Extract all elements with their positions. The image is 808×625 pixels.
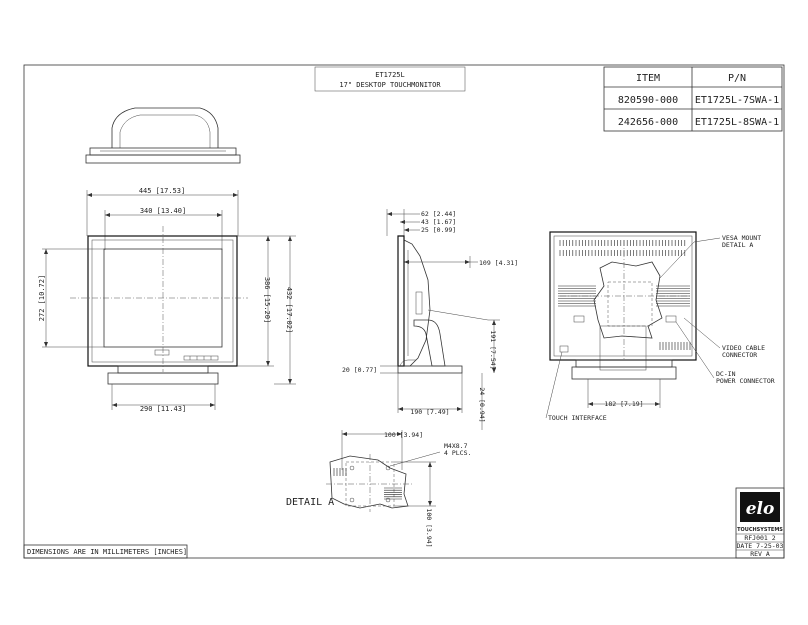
front-base-width: 290 [11.43]: [140, 405, 186, 413]
rear-vesa-label-1: VESA MOUNT: [722, 234, 761, 242]
logo-company: TOUCHSYSTEMS: [737, 527, 783, 533]
front-height-screen: 272 [10.72]: [38, 275, 46, 321]
parts-header-item: ITEM: [636, 73, 660, 84]
logo-rev-2: DATE 7-25-03: [737, 542, 784, 550]
parts-row-2-item: 242656-000: [618, 117, 678, 128]
side-depth-panel: 25 [0.99]: [421, 226, 456, 234]
side-stand-height: 191 [7.54]: [489, 330, 497, 369]
side-view: 62 [2.44] 43 [1.67] 25 [0.99] 109 [4.31]…: [342, 209, 518, 430]
side-depth-body: 109 [4.31]: [479, 259, 518, 267]
logo-block: elo TOUCHSYSTEMS RFJ001 2 DATE 7-25-03 R…: [735, 487, 785, 559]
logo-rev-1: RFJ001 2: [744, 534, 775, 542]
side-base-depth: 190 [7.49]: [410, 408, 449, 416]
rear-power-label-2: POWER CONNECTOR: [716, 377, 775, 385]
model-title: ET1725L: [375, 71, 405, 79]
detail-a-label: DETAIL A: [286, 497, 334, 508]
front-height-bezel: 386 [15.20]: [263, 277, 271, 323]
front-width-overall: 445 [17.53]: [139, 187, 185, 195]
side-depth-bezel: 43 [1.67]: [421, 218, 456, 226]
parts-header-pn: P/N: [728, 73, 746, 84]
side-depth-top: 62 [2.44]: [421, 210, 456, 218]
detail-vertical-dim: 100 [3.94]: [425, 508, 433, 547]
rear-touch-label: TOUCH INTERFACE: [548, 414, 607, 422]
detail-holes-1: M4X8.7: [444, 442, 468, 450]
rear-power-label-1: DC-IN: [716, 370, 736, 378]
front-view: 445 [17.53] 340 [13.40] 272 [10.72]: [38, 187, 296, 413]
model-description: 17" DESKTOP TOUCHMONITOR: [339, 81, 441, 89]
title-block: ET1725L 17" DESKTOP TOUCHMONITOR: [314, 66, 466, 92]
rear-base-width: 182 [7.19]: [604, 400, 643, 408]
parts-row-1-pn: ET1725L-7SWA-1: [695, 95, 779, 106]
front-height-overall: 432 [17.02]: [285, 287, 293, 333]
side-base-height: 20 [0.77]: [342, 366, 377, 374]
front-width-screen: 340 [13.40]: [140, 207, 186, 215]
rear-video-label-1: VIDEO CABLE: [722, 344, 765, 352]
units-note: DIMENSIONS ARE IN MILLIMETERS [INCHES]: [23, 544, 188, 559]
sheet-border: [23, 64, 785, 559]
rear-view: 182 [7.19] VESA MOUNT DETAIL A VIDEO CAB…: [545, 231, 775, 422]
top-view: [85, 107, 241, 164]
elo-logo: [740, 492, 780, 522]
detail-horizontal-dim: 100 [3.94]: [384, 431, 423, 439]
parts-row-1-item: 820590-000: [618, 95, 678, 106]
parts-table: ITEM P/N 820590-000 ET1725L-7SWA-1 24265…: [603, 66, 783, 132]
detail-holes-2: 4 PLCS.: [444, 449, 471, 457]
detail-a: 100 [3.94] M4X8.7 4 PLCS. 100 [3.94] DET…: [286, 430, 471, 548]
elo-logo-mark: elo: [746, 499, 775, 519]
units-note-text: DIMENSIONS ARE IN MILLIMETERS [INCHES]: [27, 548, 187, 556]
logo-rev-3: REV A: [750, 550, 770, 558]
rear-vesa-label-2: DETAIL A: [722, 241, 753, 249]
parts-row-2-pn: ET1725L-8SWA-1: [695, 117, 779, 128]
side-foot-height: 24 [0.94]: [478, 387, 486, 422]
rear-video-label-2: CONNECTOR: [722, 351, 757, 359]
